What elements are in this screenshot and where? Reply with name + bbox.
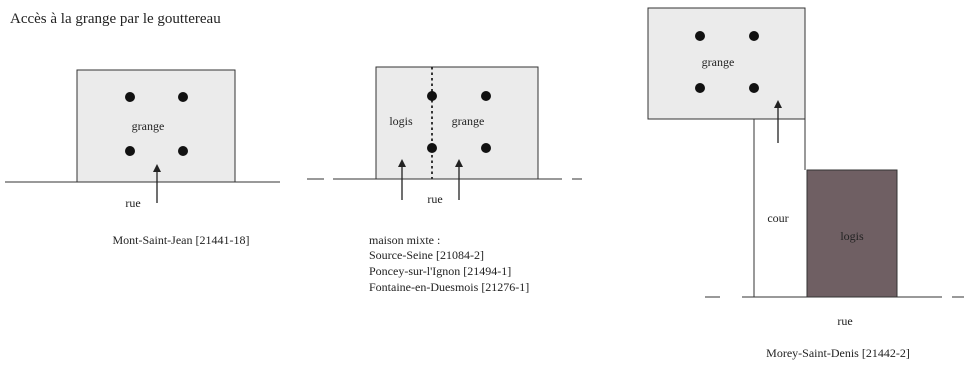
street-label: rue <box>837 314 852 328</box>
figure-title: Accès à la grange par le gouttereau <box>10 11 221 27</box>
grange-label: grange <box>702 55 735 69</box>
post-dot <box>125 146 135 156</box>
diagram-morey-saint-denis: grange cour logis rue Morey-Saint-Denis … <box>647 7 964 360</box>
post-dot <box>481 143 491 153</box>
caption-line: maison mixte : <box>369 233 440 247</box>
diagram-maison-mixte: logis grange rue maison mixte : Source-S… <box>307 66 582 294</box>
caption-line: Fontaine-en-Duesmois [21276-1] <box>369 280 529 294</box>
post-dot <box>178 146 188 156</box>
caption-mont-saint-jean: Mont-Saint-Jean [21441-18] <box>113 233 250 247</box>
cour-label: cour <box>767 211 788 225</box>
caption-morey-saint-denis: Morey-Saint-Denis [21442-2] <box>766 346 910 360</box>
grange-label: grange <box>132 119 165 133</box>
caption-line: Source-Seine [21084-2] <box>369 248 484 262</box>
post-dot <box>125 92 135 102</box>
street-label: rue <box>125 196 140 210</box>
post-dot <box>749 83 759 93</box>
grange-label: grange <box>452 114 485 128</box>
caption-line: Poncey-sur-l'Ignon [21494-1] <box>369 264 511 278</box>
logis-label: logis <box>389 114 413 128</box>
diagram-mont-saint-jean: grange rue Mont-Saint-Jean [21441-18] <box>5 69 280 247</box>
grange-building <box>76 69 236 183</box>
post-dot <box>427 91 437 101</box>
post-dot <box>695 31 705 41</box>
street-label: rue <box>427 192 442 206</box>
post-dot <box>481 91 491 101</box>
logis-building <box>806 169 898 298</box>
post-dot <box>695 83 705 93</box>
logis-label: logis <box>840 229 864 243</box>
post-dot <box>178 92 188 102</box>
post-dot <box>749 31 759 41</box>
post-dot <box>427 143 437 153</box>
